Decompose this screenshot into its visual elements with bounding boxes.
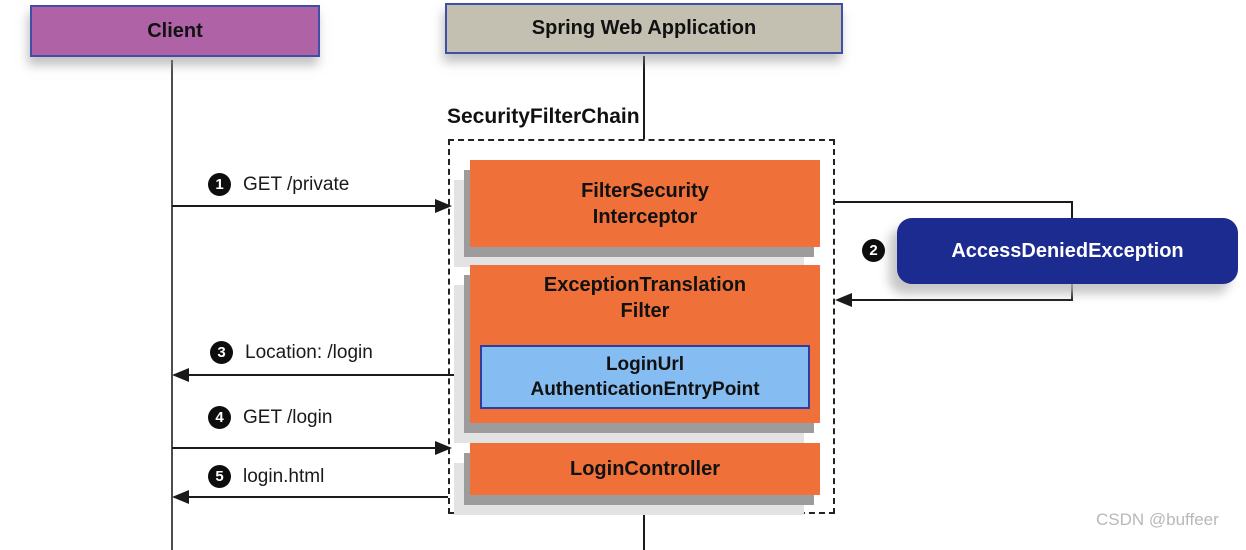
step-5: 5 login.html	[208, 465, 324, 488]
step-2-number-icon: 2	[862, 239, 885, 262]
step-3-label: Location: /login	[245, 341, 373, 363]
client-box: Client	[30, 5, 320, 57]
exception-out-line	[833, 201, 1073, 203]
step-5-number-icon: 5	[208, 465, 231, 488]
login-controller-label: LoginController	[570, 458, 720, 480]
client-lifeline	[171, 60, 173, 550]
step-3-number-icon: 3	[210, 341, 233, 364]
exception-translation-filter-line2: Filter	[620, 300, 670, 322]
watermark: CSDN @buffeer	[1096, 510, 1219, 529]
login-url-authentication-entry-point-line2: AuthenticationEntryPoint	[530, 379, 760, 400]
spring-web-application-label: Spring Web Application	[531, 17, 757, 39]
filter-security-interceptor-line1: FilterSecurity	[581, 179, 709, 202]
arrowhead-get-private	[435, 199, 452, 213]
exception-return-line	[850, 299, 1073, 301]
spring-web-application-box: Spring Web Application	[445, 3, 843, 54]
arrow-line-get-login	[172, 447, 438, 449]
access-denied-exception-label: AccessDeniedException	[951, 239, 1184, 262]
step-1: 1 GET /private	[208, 173, 349, 196]
arrow-line-location-login	[180, 374, 478, 376]
step-1-label: GET /private	[243, 173, 350, 195]
exception-translation-filter-line1: ExceptionTranslation	[543, 274, 747, 296]
filterchain-bottom-connector	[643, 510, 645, 550]
filter-security-interceptor-box: FilterSecurity Interceptor	[470, 160, 820, 247]
login-url-authentication-entry-point-line1: LoginUrl	[605, 354, 685, 375]
step-3: 3 Location: /login	[210, 341, 373, 364]
access-denied-exception-box: AccessDeniedException	[897, 218, 1238, 284]
login-controller-box: LoginController	[470, 443, 820, 495]
security-filter-chain-label: SecurityFilterChain	[447, 105, 640, 128]
arrowhead-get-login	[435, 441, 452, 455]
client-label: Client	[147, 19, 203, 42]
login-url-authentication-entry-point-box: LoginUrl AuthenticationEntryPoint	[480, 345, 810, 409]
filter-security-interceptor-line2: Interceptor	[592, 205, 698, 228]
step-4: 4 GET /login	[208, 406, 332, 429]
arrowhead-login-html	[172, 490, 189, 504]
arrowhead-exception-return	[835, 293, 852, 307]
step-4-label: GET /login	[243, 406, 333, 428]
security-filter-chain-frame	[448, 139, 835, 514]
arrow-line-login-html	[180, 496, 448, 498]
arrow-line-get-private	[172, 205, 438, 207]
arrowhead-location-login	[172, 368, 189, 382]
step-5-label: login.html	[243, 465, 325, 487]
step-1-number-icon: 1	[208, 173, 231, 196]
app-to-filterchain-connector	[643, 56, 645, 139]
step-2: 2	[862, 239, 885, 262]
step-4-number-icon: 4	[208, 406, 231, 429]
